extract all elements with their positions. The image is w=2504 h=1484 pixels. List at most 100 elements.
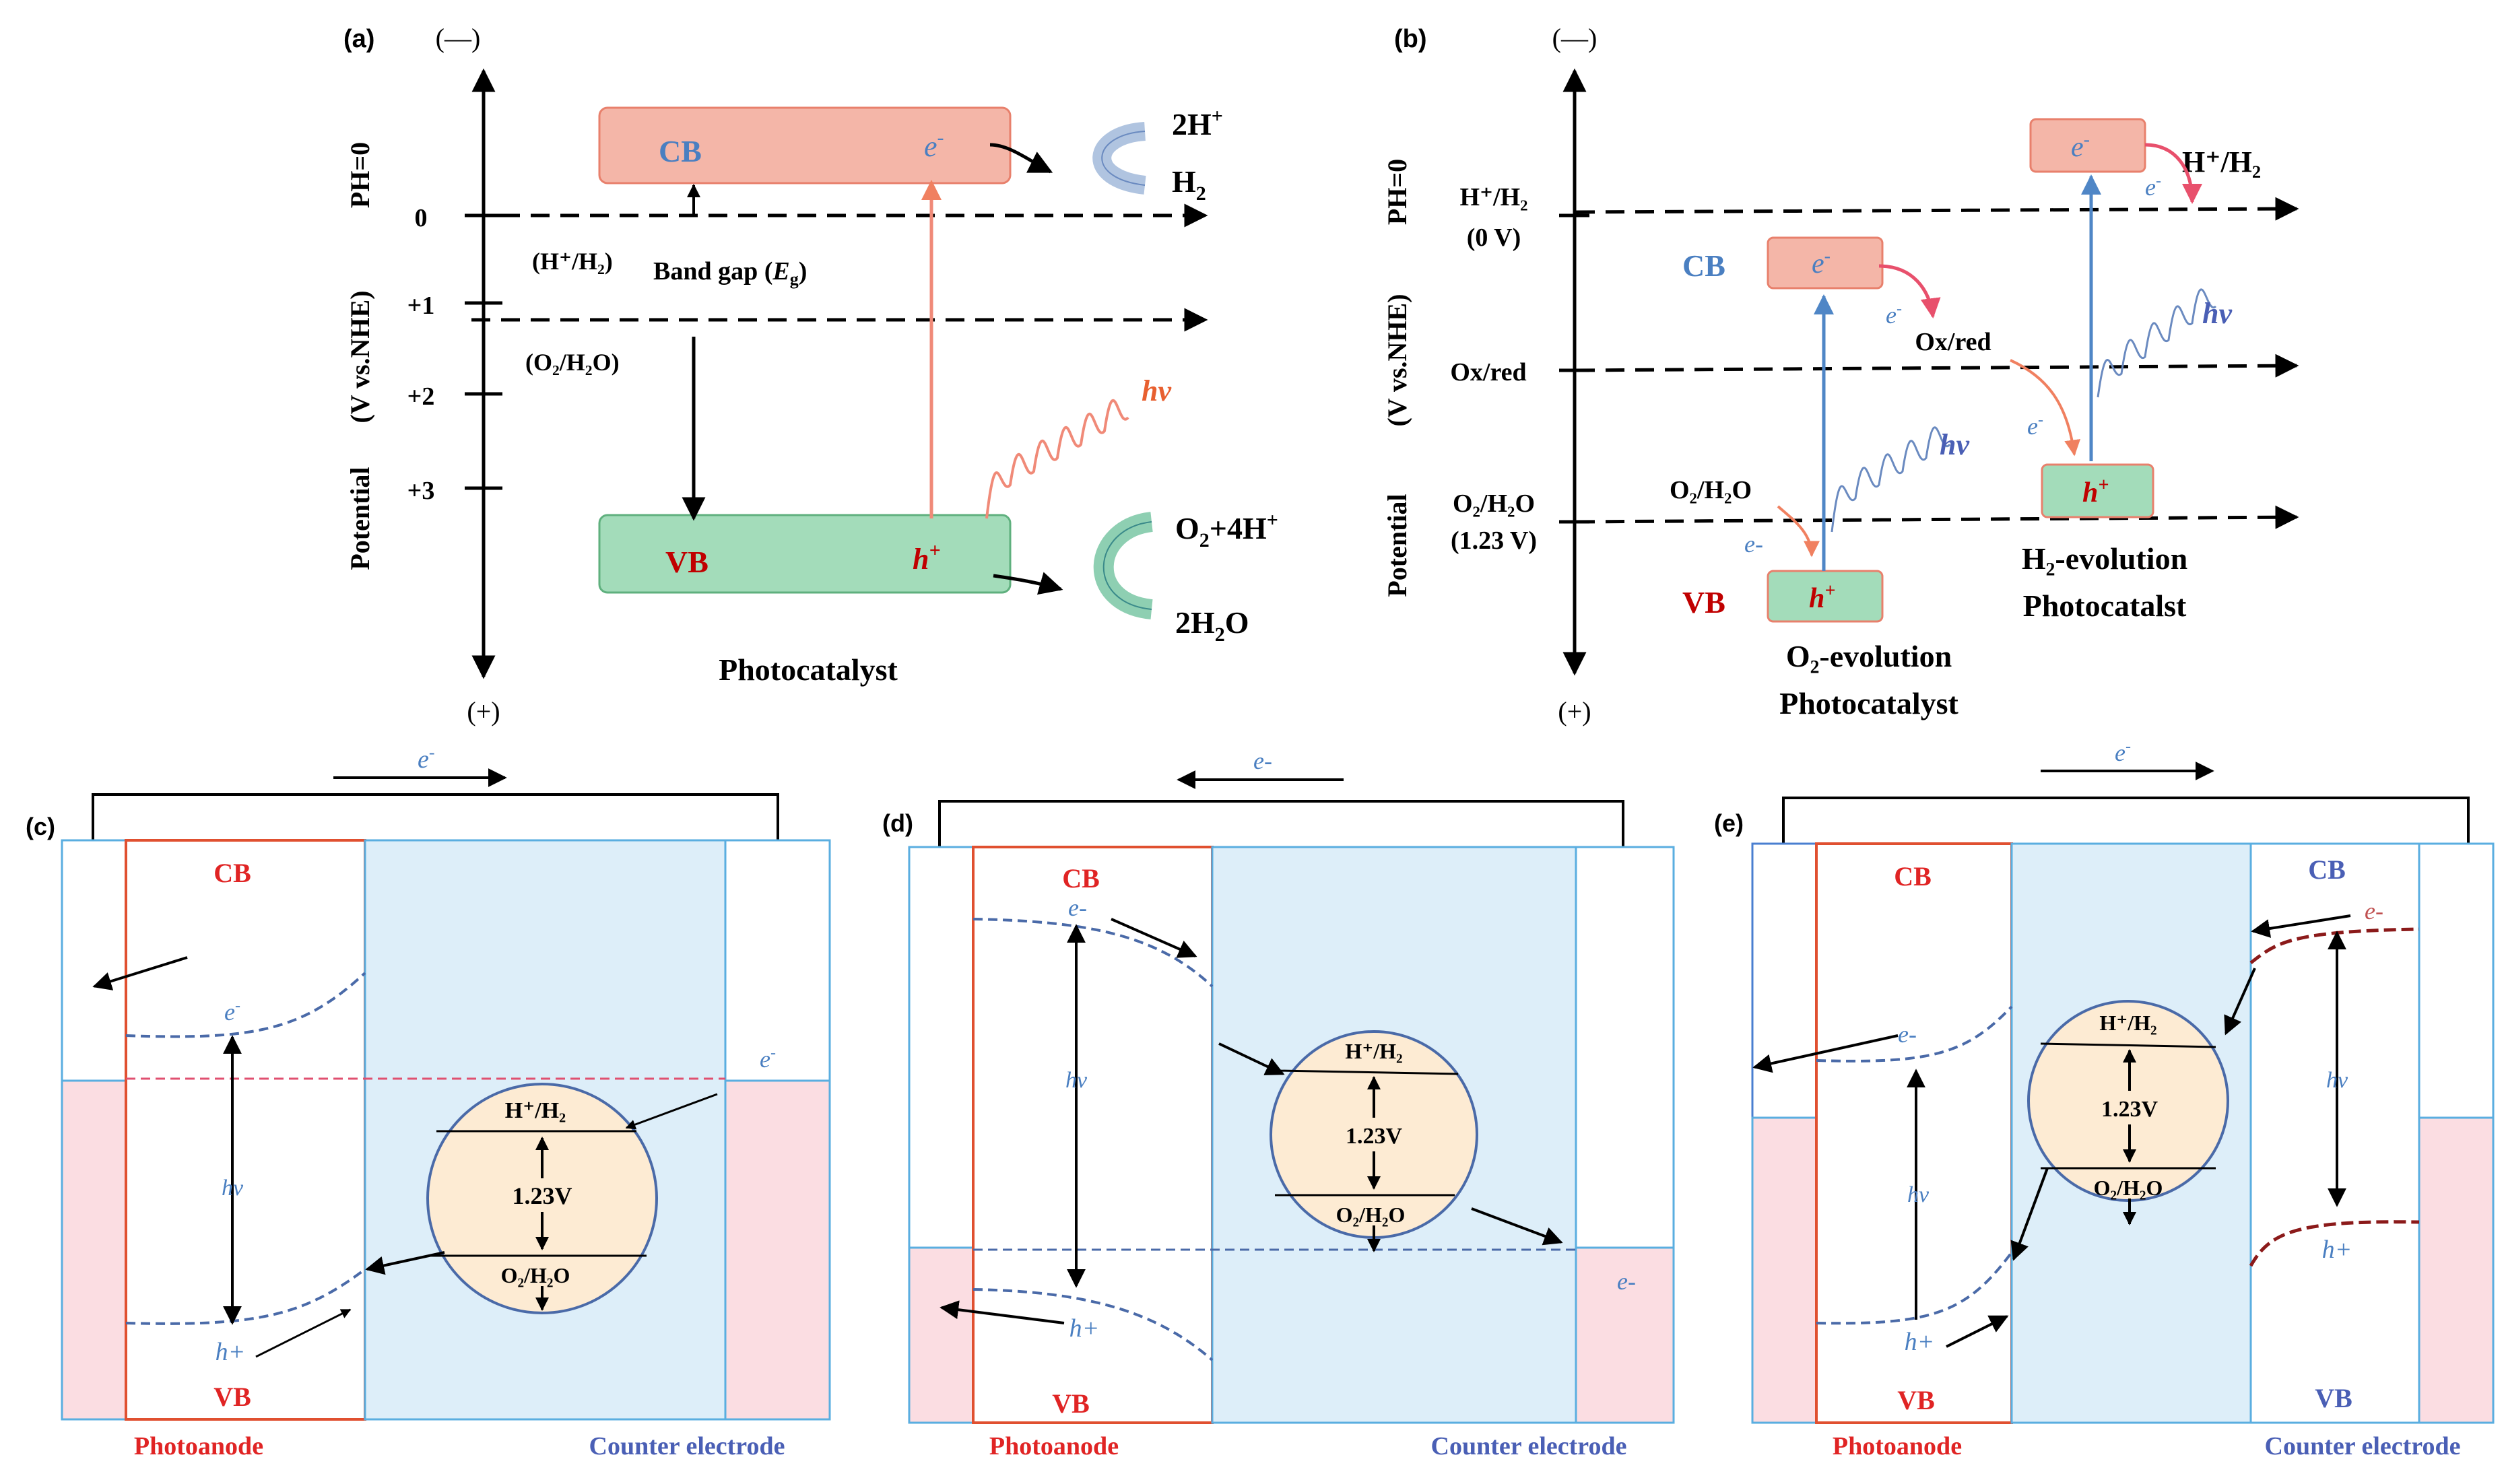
oxred-level-line [1575,353,2299,378]
hole-label: h+ [1069,1314,1100,1343]
o2-hv: hv [1940,428,1969,461]
circle-mid-bg [495,1178,589,1212]
h2-e-label: e- [2145,172,2161,201]
right-hole: h+ [2322,1236,2352,1264]
back-contact-left [1751,1116,1818,1424]
o2-couple: (O₂/H₂O) [525,349,620,376]
left-hv: hv [1907,1182,1930,1207]
e-to-h2-arrow [625,1093,718,1130]
panel-a-label: (a) [343,25,374,53]
cb-bend [125,972,366,1038]
o2-photon-wave [1831,426,1951,533]
right-e-to-h2-arrow [2224,968,2256,1036]
right-cb-bend [2249,927,2420,964]
counter-label: Counter electrode [2265,1432,2461,1460]
h2-title-1: H₂-evolution [2022,541,2187,576]
circle-h2: H⁺/H₂ [2099,1011,2156,1035]
e-to-surface-arrow [1111,918,1197,958]
vb-bend [125,1268,366,1325]
counter-label: Counter electrode [1431,1432,1627,1460]
h2-title-2: Photocatalst [2023,588,2187,623]
photoanode-label: Photoanode [989,1432,1119,1460]
axis-top-label: (—) [436,23,481,53]
counter-fermi-region [1575,1246,1675,1424]
circuit-electron: e- [1253,747,1272,774]
hole-label: h+ [216,1338,246,1366]
panel-e-label: (e) [1714,809,1744,837]
right-vb-label: VB [2315,1383,2352,1413]
h2-vb-box [2041,463,2154,518]
h-out-arrow [940,1300,1065,1324]
counter-electron: e- [760,1044,776,1073]
o2-level-line [1575,505,2299,529]
circle-o2: O₂/H₂O [501,1263,570,1287]
back-contact [908,1246,975,1424]
tick-1: +1 [407,292,435,320]
tick-2: +2 [407,382,435,411]
vb-box [598,514,1012,594]
hv-label: hv [222,1176,244,1201]
photocatalyst-title: Photocatalyst [719,652,898,687]
vb-label: VB [1052,1388,1090,1419]
circle-mid-bg [2084,1091,2175,1124]
o2h2o-label: O₂/H₂O [1670,476,1752,504]
cb-electron: e- [1068,894,1087,921]
circle-123v: 1.23V [2101,1097,2159,1122]
back-contact-right-fill [2418,1116,2495,1424]
o2-vb-hole: h+ [1809,580,1835,614]
axis-bottom-label: (+) [467,696,500,727]
vb-label: VB [665,545,709,579]
oxidation-curve-outline [1102,521,1152,610]
tick-0: 0 [415,204,428,232]
circle-123v: 1.23V [1346,1124,1403,1149]
cb-electron: e- [224,997,240,1025]
reaction-2h: 2H+ [1172,105,1223,141]
reduction-curve-outline [1101,131,1146,186]
circle-o2: O₂/H₂O [1336,1203,1406,1227]
h2-hv: hv [2202,297,2232,330]
circuit-electron: e- [2115,738,2131,766]
panel-b: (b) (—) (+) PH=0 (V vs.NHE) Potential H⁺… [1382,23,2299,727]
panel-c: (c) e- CB VB e- e- hv h+ H⁺/H₂ 1.23V O₂/… [26,743,831,1460]
axis-top-label: (—) [1552,23,1597,53]
cb-label: CB [1682,248,1725,283]
panel-b-label: (b) [1394,25,1427,53]
back-contact [61,1079,127,1421]
photoanode-label: Photoanode [1833,1432,1962,1460]
h2-level [2040,1042,2216,1048]
ph-label: PH=0 [345,142,375,208]
h2-level [1276,1069,1459,1075]
cb-box [598,106,1012,184]
mediator-e: e- [2027,411,2043,440]
circle-mid-bg [1328,1118,1420,1151]
axis-title-2: (V vs.NHE) [1382,294,1412,426]
panel-d: (d) e- CB VB e- e- hv h+ H⁺/H₂ 1.23V O₂/… [882,747,1675,1460]
circle-123v: 1.23V [513,1182,572,1209]
h2-vb-hole: h+ [2082,475,2109,508]
right-e-arrow [2251,914,2351,938]
left-hole: h+ [1905,1328,1935,1356]
o2-to-h-arrow [365,1251,445,1275]
reaction-o2: O2+4H+ [1175,509,1278,551]
counter-label: Counter electrode [589,1432,785,1460]
panel-a: (a) (—) (+) 0 +1 +2 +3 PH=0 (V vs.NHE) P… [343,23,1278,727]
external-circuit [938,800,1624,847]
o2-e-transfer [1878,264,1941,318]
h2-cb-electron: e- [2071,129,2090,163]
vb-bend [973,1288,1214,1361]
h2-couple: (H⁺/H₂) [532,248,613,275]
reaction-2h2o: 2H2O [1175,605,1249,646]
hv-label: hv [1142,374,1171,407]
level-o2-value: (1.23 V) [1451,527,1537,555]
h-in-arrow [255,1308,352,1358]
right-hv: hv [2326,1068,2348,1093]
photoanode [1815,842,2013,1424]
right-cb-label: CB [2308,854,2346,885]
panel-c-label: (c) [26,813,55,840]
mediator-arrow [2010,359,2081,457]
axis-bottom-label: (+) [1558,696,1591,727]
axis-title-1: Potential [1382,494,1412,597]
left-cb-bend [1816,1005,2013,1063]
hole-label: h+ [913,539,941,576]
